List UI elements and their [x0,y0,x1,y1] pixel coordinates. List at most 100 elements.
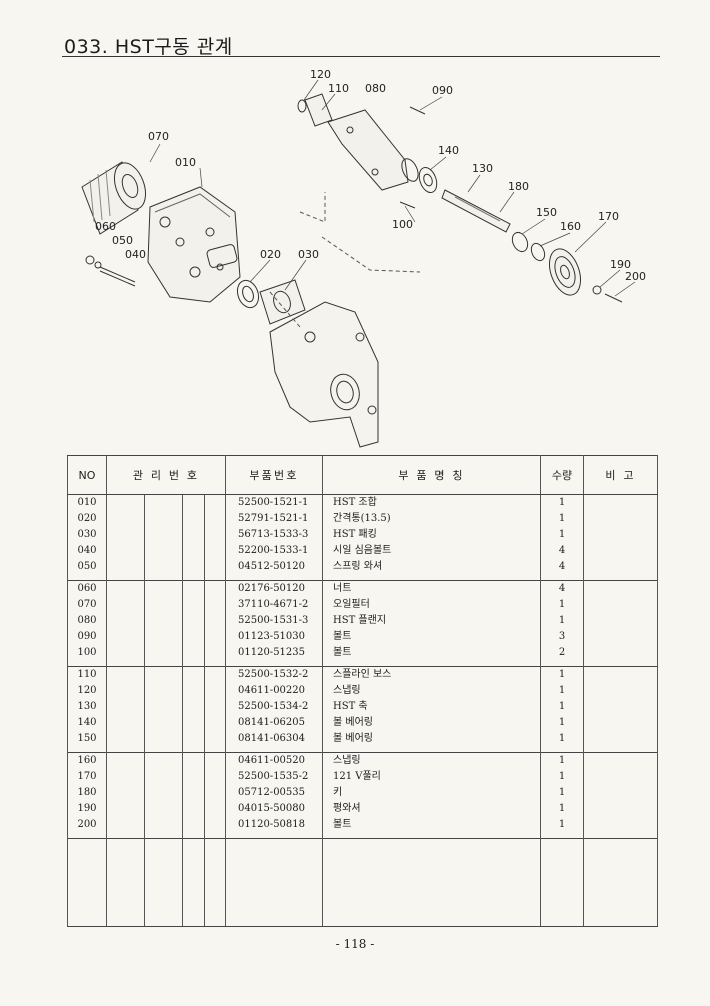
part-name: HST 축 [333,701,368,712]
part-name: 시일 심음볼트 [333,545,392,556]
callout-110: 110 [328,82,349,95]
empty-cell [144,666,183,753]
empty-cell [204,838,226,927]
empty-cell [204,494,226,581]
quantity: 2 [558,647,566,658]
part-number: 05712-00535 [238,787,306,798]
v-pulley-drawing [548,248,623,303]
part-name: HST 조합 [333,497,377,508]
page-number: - 118 - [335,937,375,951]
quantity: 1 [558,717,566,728]
callout-060: 060 [95,220,116,233]
item-number: 010 [77,497,97,508]
item-number: 050 [77,561,97,572]
part-name: 스냅링 [333,685,361,696]
callout-090: 090 [432,84,453,97]
item-number: 030 [77,529,97,540]
part-number: 37110-4671-2 [238,599,309,610]
item-number: 170 [77,771,97,782]
item-number: 180 [77,787,97,798]
part-name: 스플라인 보스 [333,669,392,680]
part-number: 02176-50120 [238,583,306,594]
header-no: NO [67,455,107,495]
part-number: 08141-06205 [238,717,306,728]
empty-cell [106,580,145,667]
table-header-row: NO 관 리 번 호 부품번호 부 품 명 칭 수량 비 고 [67,455,658,495]
empty-cell [182,494,205,581]
part-name: 볼트 [333,819,352,830]
item-number: 150 [77,733,97,744]
callout-080: 080 [365,82,386,95]
part-name: HST 플랜지 [333,615,387,626]
item-number: 100 [77,647,97,658]
part-number: 52200-1533-1 [238,545,309,556]
part-name: 오일필터 [333,599,370,610]
quantity: 1 [558,513,566,524]
part-name: 스냅링 [333,755,361,766]
part-number: 04015-50080 [238,803,306,814]
part-number: 01120-51235 [238,647,306,658]
empty-cell [204,580,226,667]
title-rule [62,56,660,57]
part-name: 볼트 [333,631,352,642]
quantity: 1 [558,733,566,744]
item-number: 060 [77,583,97,594]
part-number: 52500-1521-1 [238,497,309,508]
quantity: 4 [558,545,566,556]
callout-020: 020 [260,248,281,261]
part-name: 스프링 와셔 [333,561,383,572]
callout-050: 050 [112,234,133,247]
item-number: 120 [77,685,97,696]
item-number: 140 [77,717,97,728]
empty-cell [106,838,145,927]
transmission-housing-drawing [269,301,379,448]
callout-030: 030 [298,248,319,261]
table-row-empty [67,838,658,927]
part-number: 52500-1535-2 [238,771,309,782]
empty-cell [106,752,145,839]
header-remarks: 비 고 [583,455,658,495]
item-number: 200 [77,819,97,830]
part-name: 볼 베어링 [333,733,373,744]
hst-assembly-drawing [147,186,241,303]
hst-flange-drawing [327,109,419,191]
empty-cell [583,666,658,753]
stud-bolt-drawing [85,255,136,287]
spline-boss-drawing [297,93,333,127]
callout-200: 200 [625,270,646,283]
part-name: HST 패킹 [333,529,377,540]
item-number: 070 [77,599,97,610]
empty-cell [225,838,323,927]
empty-cell [583,838,658,927]
part-number: 01123-51030 [238,631,306,642]
part-number: 04512-50120 [238,561,306,572]
empty-cell [204,752,226,839]
exploded-parts-diagram: 070 010 060 050 040 020 030 120 110 080 … [81,68,646,448]
callout-170: 170 [598,210,619,223]
empty-cell [144,494,183,581]
part-name: 121 V풀리 [333,771,381,782]
item-number: 110 [77,669,97,680]
quantity: 1 [558,819,566,830]
callout-040: 040 [125,248,146,261]
snap-ring-and-bearing-drawing [511,231,546,262]
part-number: 04611-00520 [238,755,306,766]
empty-cell [182,838,205,927]
header-management-number: 관 리 번 호 [106,455,226,495]
quantity: 4 [558,561,566,572]
part-number: 52500-1531-3 [238,615,309,626]
empty-cell [540,838,584,927]
